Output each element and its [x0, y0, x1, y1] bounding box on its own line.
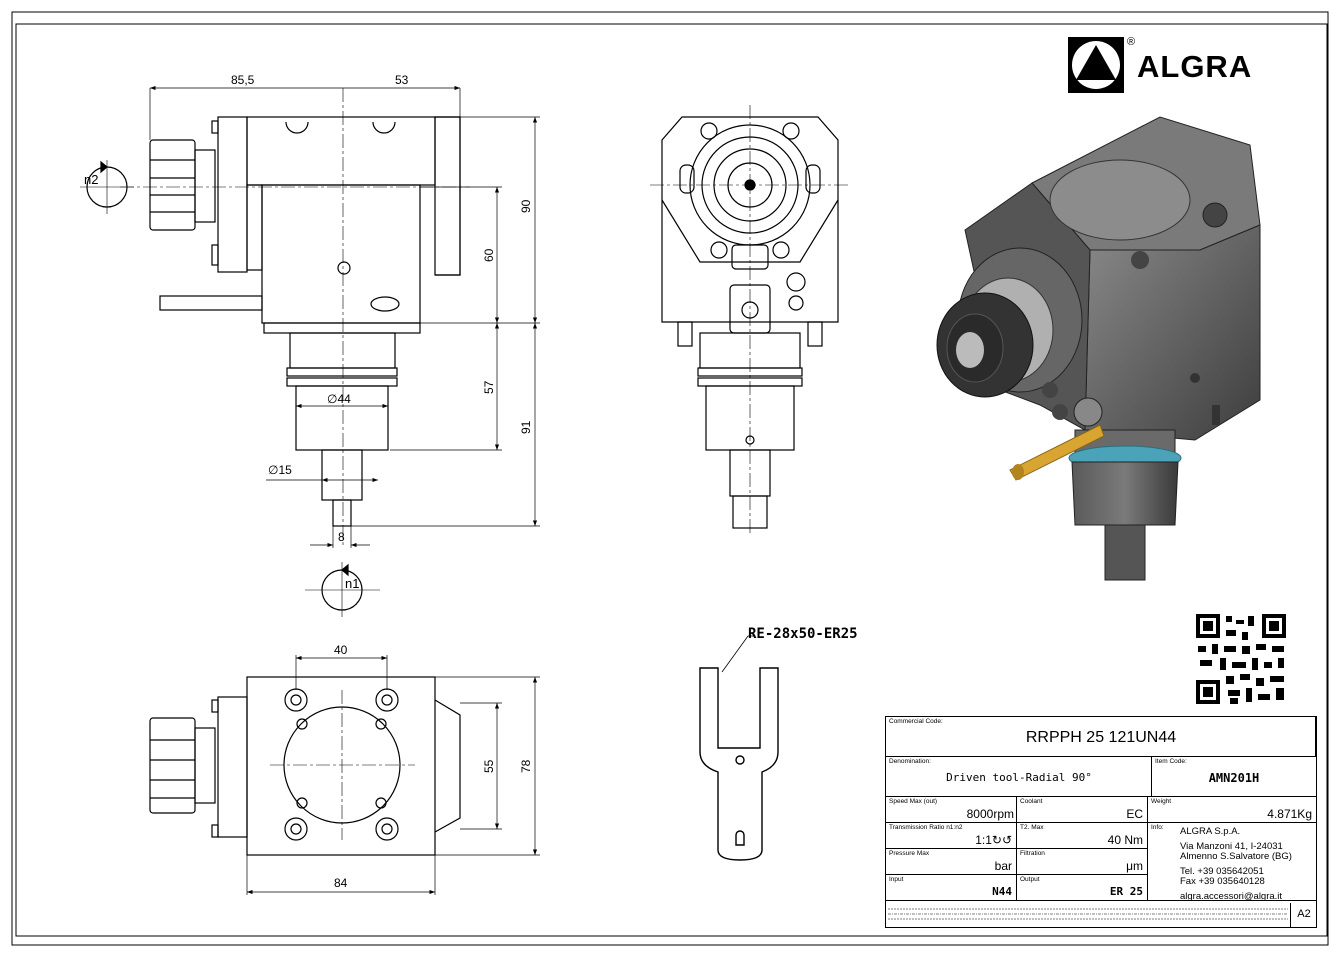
- denomination-label: Denomination:: [889, 758, 931, 765]
- input-value: N44: [992, 885, 1012, 898]
- dim-8: 8: [338, 530, 345, 544]
- output-label: Output: [1020, 876, 1040, 883]
- commercial-code-label: Commercial Code:: [889, 718, 943, 725]
- dim-dia44: ∅44: [327, 392, 351, 406]
- output-cell: Output ER 25: [1017, 875, 1148, 901]
- torque-cell: T2. Max 40 Nm: [1017, 823, 1148, 849]
- dim-55: 55: [482, 759, 496, 773]
- brand-name: ALGRA: [1137, 49, 1253, 84]
- algra-logo-icon: [1068, 37, 1124, 93]
- dim-78: 78: [519, 759, 533, 773]
- info-label: Info:: [1151, 824, 1164, 831]
- sheet-size: A2: [1290, 903, 1317, 927]
- dim-90: 90: [519, 199, 533, 213]
- item-code-cell: Item Code: AMN201H: [1152, 757, 1316, 797]
- input-cell: Input N44: [886, 875, 1017, 901]
- weight: 4.871Kg: [1267, 807, 1312, 821]
- pressure-cell: Pressure Max bar: [886, 849, 1017, 875]
- torque: 40 Nm: [1107, 833, 1143, 847]
- ratio-label: Transmission Ratio n1:n2: [889, 824, 963, 831]
- coolant: EC: [1126, 807, 1143, 821]
- wrench-drawing: [699, 635, 779, 861]
- input-label: Input: [889, 876, 904, 883]
- coolant-label: Coolant: [1020, 798, 1043, 805]
- company-name: ALGRA S.p.A.: [1180, 826, 1241, 837]
- dim-40: 40: [334, 643, 348, 657]
- dim-57: 57: [482, 380, 496, 394]
- weight-label: Weight: [1151, 798, 1172, 805]
- denomination-cell: Denomination: Driven tool-Radial 90°: [886, 757, 1152, 797]
- weight-cell: Weight 4.871Kg: [1148, 797, 1316, 823]
- ratio: 1:1↻↺: [975, 833, 1012, 847]
- pressure: bar: [994, 859, 1012, 873]
- dim-53: 53: [395, 73, 409, 87]
- tool-3d-render: [936, 116, 1261, 581]
- coolant-cell: Coolant EC: [1017, 797, 1148, 823]
- commercial-code-cell: Commercial Code: RRPPH 25 121UN44: [886, 717, 1316, 757]
- item-code-label: Item Code:: [1155, 758, 1187, 765]
- dim-84: 84: [334, 876, 348, 890]
- pressure-label: Pressure Max: [889, 850, 930, 857]
- filtration-cell: Filtration μm: [1017, 849, 1148, 875]
- speed-label: Speed Max (out): [889, 798, 938, 805]
- speed: 8000rpm: [966, 807, 1014, 821]
- commercial-code: RRPPH 25 121UN44: [1025, 729, 1177, 746]
- denomination: Driven tool-Radial 90°: [946, 771, 1092, 784]
- filtration: μm: [1126, 859, 1143, 873]
- telephone: Tel. +39 035642051: [1180, 866, 1264, 877]
- dim-60: 60: [482, 248, 496, 262]
- email: algra.accessori@algra.it: [1180, 891, 1283, 902]
- torque-label: T2. Max: [1020, 824, 1044, 831]
- speed-cell: Speed Max (out) 8000rpm: [886, 797, 1017, 823]
- filtration-label: Filtration: [1020, 850, 1045, 857]
- label-n1: n1: [345, 576, 360, 591]
- rotation-n1-icon: [305, 562, 380, 617]
- dim-85-5: 85,5: [231, 73, 255, 87]
- address-line-2: Almenno S.Salvatore (BG): [1180, 851, 1292, 862]
- dim-91: 91: [519, 420, 533, 434]
- accessory-label: RE-28x50-ER25: [748, 626, 858, 642]
- front-view: [149, 116, 461, 527]
- address-line-1: Via Manzoni 41, I-24031: [1180, 841, 1283, 852]
- title-block: Commercial Code: RRPPH 25 121UN44 Denomi…: [885, 716, 1317, 928]
- fax: Fax +39 035640128: [1180, 876, 1265, 887]
- info-cell: Info: ALGRA S.p.A. Via Manzoni 41, I-240…: [1148, 823, 1316, 902]
- item-code: AMN201H: [1208, 771, 1260, 785]
- ratio-cell: Transmission Ratio n1:n2 1:1↻↺: [886, 823, 1017, 849]
- top-view: [149, 676, 461, 856]
- rotation-n2-icon: [80, 160, 134, 214]
- label-n2: n2: [84, 172, 99, 187]
- registered-mark: ®: [1127, 36, 1136, 48]
- output-value: ER 25: [1109, 885, 1143, 898]
- qr-code-icon: [1196, 614, 1286, 704]
- dim-dia15: ∅15: [268, 463, 292, 477]
